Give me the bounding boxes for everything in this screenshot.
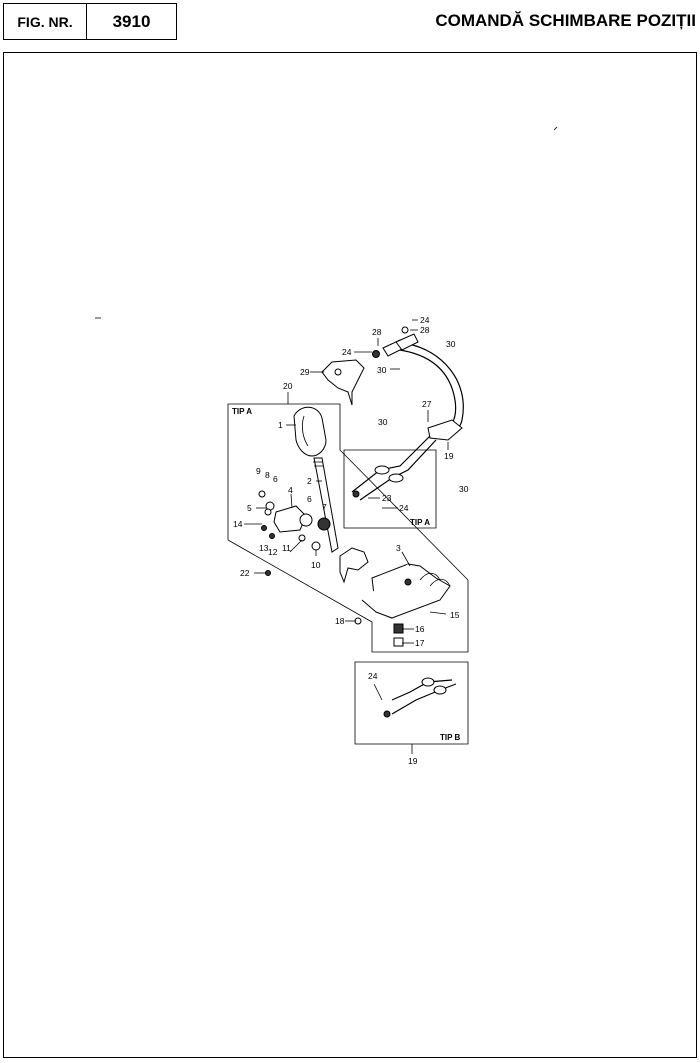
callout-10: 10 <box>311 560 321 570</box>
callout-15: 15 <box>450 610 460 620</box>
cable-end <box>395 333 419 351</box>
callout-13: 13 <box>259 543 269 553</box>
callout-12: 12 <box>268 547 278 557</box>
pin <box>261 525 267 531</box>
selector-bracket <box>339 547 369 584</box>
callout-28a: 28 <box>420 325 430 335</box>
callout-3: 3 <box>396 543 401 553</box>
callout-20: 20 <box>283 381 293 391</box>
callout-5: 5 <box>247 503 252 513</box>
callout-29: 29 <box>300 367 310 377</box>
cable-detail <box>351 435 431 493</box>
nut <box>269 533 275 539</box>
callout-24b: 24 <box>342 347 352 357</box>
tip-a-cable-label: TIP A <box>410 518 430 527</box>
base-slots <box>419 572 451 587</box>
tip-b-outline <box>354 661 469 745</box>
clip <box>258 490 266 498</box>
drawing-frame <box>3 52 697 1058</box>
bushing-small <box>264 508 272 516</box>
gear-knob <box>293 406 327 457</box>
tip-a-cable-outline <box>343 449 437 529</box>
figure-number-box: FIG. NR. 3910 <box>3 3 177 40</box>
callout-22: 22 <box>240 568 250 578</box>
tip-b-bushing <box>433 685 447 695</box>
base-hole <box>404 578 412 586</box>
nut-17 <box>393 637 404 647</box>
bushing-16 <box>393 623 404 634</box>
bracket-hole <box>334 368 342 376</box>
clip-22 <box>265 570 271 576</box>
callout-numbers: 1 2 3 4 5 6 6 7 8 9 10 11 12 13 14 15 16… <box>233 315 469 766</box>
base-flange <box>361 563 451 619</box>
cable-housing-clamp <box>427 419 463 441</box>
callout-23: 23 <box>382 493 392 503</box>
callout-9: 9 <box>256 466 261 476</box>
tip-b-cable <box>391 679 453 701</box>
washer <box>298 534 306 542</box>
callout-8: 8 <box>265 470 270 480</box>
cable-bushing <box>374 465 390 475</box>
pivot-housing <box>273 505 307 533</box>
callout-24c: 24 <box>399 503 409 513</box>
callout-19a: 19 <box>444 451 454 461</box>
callout-4: 4 <box>288 485 293 495</box>
stray-mark <box>553 126 558 131</box>
callout-27: 27 <box>422 399 432 409</box>
cable-eye <box>352 490 360 498</box>
callout-17: 17 <box>415 638 425 648</box>
cable-detail <box>359 439 437 501</box>
tip-a-main-label: TIP A <box>232 407 252 416</box>
callout-30d: 30 <box>459 484 469 494</box>
callout-2: 2 <box>307 476 312 486</box>
knob-highlight <box>301 415 309 447</box>
callout-30b: 30 <box>377 365 387 375</box>
callout-24a: 24 <box>420 315 430 325</box>
tip-b-bushing <box>421 677 435 687</box>
bracket <box>321 359 365 406</box>
callout-6b: 6 <box>307 494 312 504</box>
tip-b-eye <box>383 710 391 718</box>
lever-thread <box>313 461 324 467</box>
page-title: COMANDĂ SCHIMBARE POZIȚII <box>435 11 696 30</box>
callout-30a: 30 <box>446 339 456 349</box>
tip-a-group-outline <box>227 403 469 653</box>
tip-b-label: TIP B <box>440 733 461 742</box>
tip-b-cable <box>391 683 457 715</box>
washer <box>401 326 409 334</box>
callout-19b: 19 <box>408 756 418 766</box>
figure-label: FIG. NR. <box>4 4 87 39</box>
washer <box>372 350 380 358</box>
callout-24d: 24 <box>368 671 378 681</box>
callout-18: 18 <box>335 616 345 626</box>
spring <box>317 517 331 531</box>
cable-bushing <box>388 473 404 483</box>
bolt-head <box>311 541 321 551</box>
callout-6a: 6 <box>273 474 278 484</box>
bushing <box>299 513 313 527</box>
callout-11: 11 <box>282 543 291 553</box>
callout-14: 14 <box>233 519 243 529</box>
callout-1: 1 <box>278 420 283 430</box>
callout-30c: 30 <box>378 417 388 427</box>
figure-number: 3910 <box>112 11 151 31</box>
callout-7: 7 <box>322 502 327 512</box>
callout-28b: 28 <box>372 327 382 337</box>
callout-16: 16 <box>415 624 425 634</box>
leader-lines <box>244 319 449 754</box>
